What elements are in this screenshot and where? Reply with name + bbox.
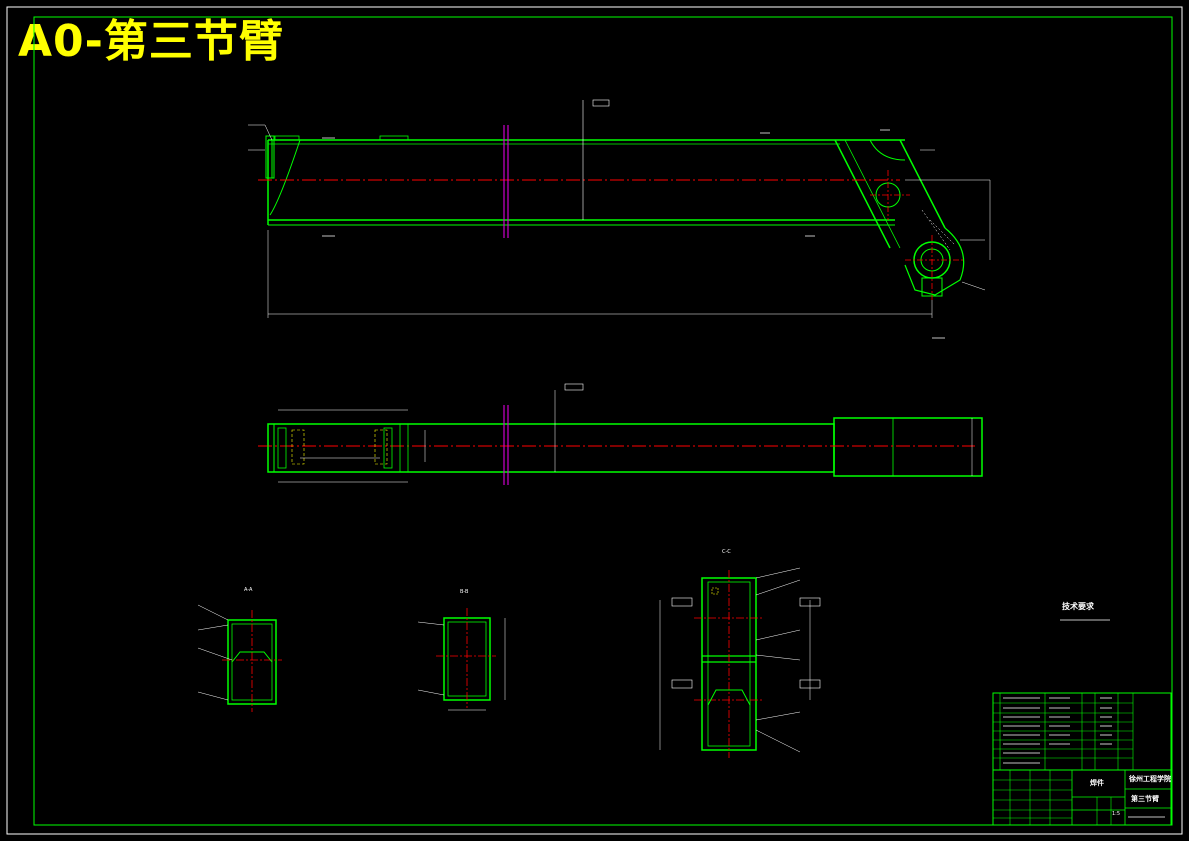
front-view	[248, 99, 991, 339]
section-bb-label: B-B	[460, 589, 469, 595]
tech-requirements-title: 技术要求	[1062, 602, 1094, 611]
title-block-scale: 1:5	[1112, 811, 1121, 817]
title-block	[992, 692, 1172, 826]
top-view	[258, 383, 983, 485]
drawing-frame	[33, 16, 1173, 826]
section-bb	[417, 608, 506, 711]
title-block-school: 徐州工程学院	[1129, 775, 1171, 783]
sheet-border	[6, 6, 1183, 835]
title-block-part-name: 第三节臂	[1131, 795, 1159, 803]
section-aa-label: A-A	[244, 587, 253, 593]
drawing-title: A0-第三节臂	[18, 16, 284, 67]
title-block-material: 焊件	[1090, 779, 1104, 787]
section-cc	[659, 567, 821, 758]
section-cc-label: C-C	[722, 549, 731, 555]
section-aa	[197, 604, 282, 712]
